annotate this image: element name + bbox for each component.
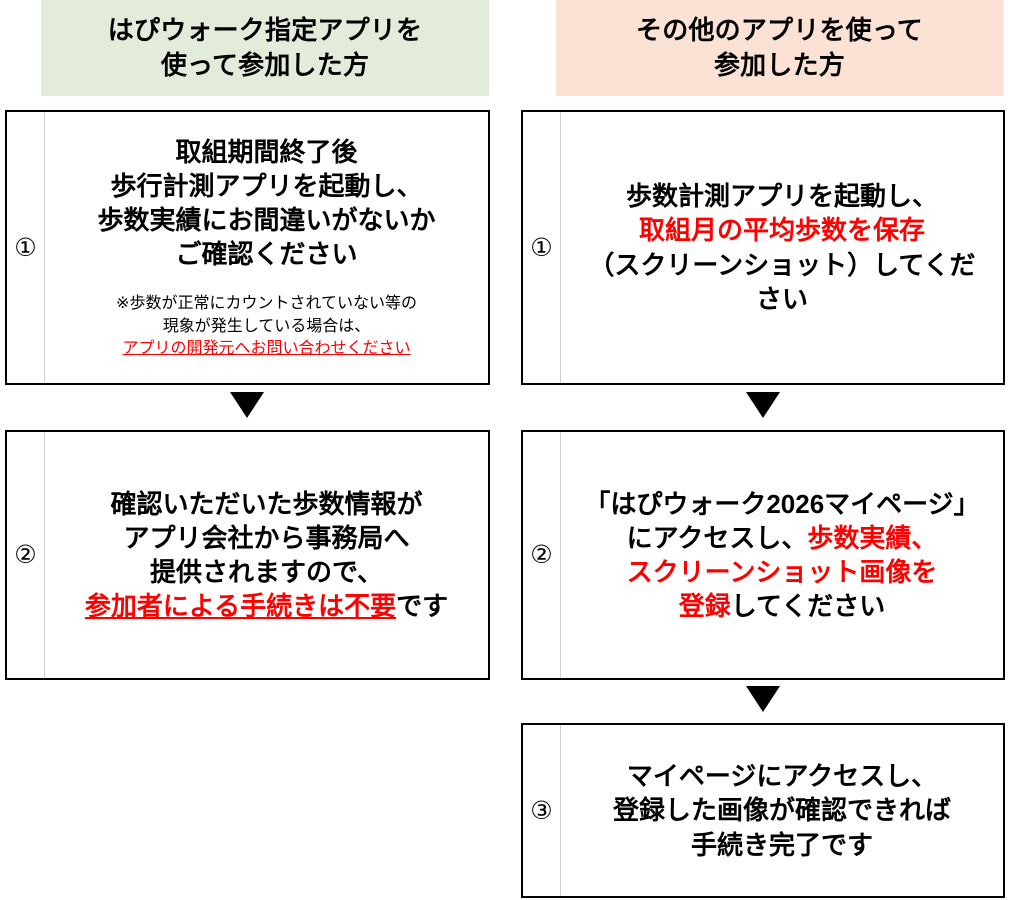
left-step-2-line-2: アプリ会社から事務局へ bbox=[123, 522, 410, 553]
right-step-3-number: ③ bbox=[523, 725, 561, 896]
right-step-2-line-2-red-tail: 歩数実績、 bbox=[807, 522, 938, 553]
left-step-2-box: ② 確認いただいた歩数情報が アプリ会社から事務局へ 提供されますので、 参加者… bbox=[5, 430, 490, 680]
right-step-1-main-text: 歩数計測アプリを起動し、 取組月の平均歩数を保存 （スクリーンショット）してくだ… bbox=[569, 179, 995, 315]
left-step-1-main-text: 取組期間終了後 歩行計測アプリを起動し、 歩数実績にお間違いがないか ご確認くだ… bbox=[53, 135, 480, 271]
left-step-2-highlight-red: 参加者による手続きは不要 bbox=[84, 591, 397, 622]
left-step-1-number: ① bbox=[7, 112, 45, 383]
right-step-1-line-3: （スクリーンショット）してくだ bbox=[588, 249, 976, 280]
left-step-1-note-line-2: 現象が発生している場合は、 bbox=[162, 317, 371, 335]
left-step-2-highlight-tail: です bbox=[396, 591, 449, 622]
right-step-2-body: 「はぴウォーク2026マイページ」 にアクセスし、歩数実績、 スクリーンショット… bbox=[561, 432, 1003, 678]
right-step-3-main-text: マイページにアクセスし、 登録した画像が確認できれば 手続き完了です bbox=[569, 759, 995, 861]
left-header-line-2: 使って参加した方 bbox=[160, 50, 370, 80]
left-header-line-1: はぴウォーク指定アプリを bbox=[107, 15, 423, 46]
right-step-2-box: ② 「はぴウォーク2026マイページ」 にアクセスし、歩数実績、 スクリーンショ… bbox=[521, 430, 1005, 680]
arrow-down-icon bbox=[746, 392, 780, 418]
left-step-1-box: ① 取組期間終了後 歩行計測アプリを起動し、 歩数実績にお間違いがないか ご確認… bbox=[5, 110, 490, 385]
right-step-2-line-2: にアクセスし、歩数実績、 bbox=[569, 521, 995, 555]
right-step-1-line-4: さい bbox=[755, 283, 808, 314]
left-header-text: はぴウォーク指定アプリを 使って参加した方 bbox=[108, 13, 422, 82]
left-step-1-note: ※歩数が正常にカウントされていない等の 現象が発生している場合は、 アプリの開発… bbox=[53, 293, 480, 359]
right-header-text: その他のアプリを使って 参加した方 bbox=[636, 13, 923, 82]
right-step-1-line-2-red: 取組月の平均歩数を保存 bbox=[638, 215, 925, 246]
left-step-1-line-2: 歩行計測アプリを起動し、 bbox=[110, 171, 423, 202]
left-step-2-number: ② bbox=[7, 432, 45, 678]
right-step-1-box: ① 歩数計測アプリを起動し、 取組月の平均歩数を保存 （スクリーンショット）して… bbox=[521, 110, 1005, 385]
right-step-2-line-1: 「はぴウォーク2026マイページ」 bbox=[584, 488, 980, 519]
left-step-2-main-text: 確認いただいた歩数情報が アプリ会社から事務局へ 提供されますので、 参加者によ… bbox=[53, 487, 480, 623]
right-step-2-number: ② bbox=[523, 432, 561, 678]
left-step-1-line-4: ご確認ください bbox=[175, 239, 358, 270]
left-step-1-line-1: 取組期間終了後 bbox=[175, 137, 358, 168]
right-step-3-box: ③ マイページにアクセスし、 登録した画像が確認できれば 手続き完了です bbox=[521, 723, 1005, 898]
arrow-down-icon bbox=[746, 686, 780, 712]
right-step-3-body: マイページにアクセスし、 登録した画像が確認できれば 手続き完了です bbox=[561, 725, 1003, 896]
right-header-line-2: 参加した方 bbox=[713, 50, 845, 80]
right-step-2-line-2-head: にアクセスし、 bbox=[626, 522, 808, 553]
right-step-2-main-text: 「はぴウォーク2026マイページ」 にアクセスし、歩数実績、 スクリーンショット… bbox=[569, 487, 995, 623]
left-step-1-note-line-1: ※歩数が正常にカウントされていない等の bbox=[116, 295, 417, 313]
right-step-3-line-3: 手続き完了です bbox=[690, 829, 873, 860]
right-step-3-line-2: 登録した画像が確認できれば bbox=[612, 795, 951, 826]
right-step-2-line-4-red-head: 登録 bbox=[678, 591, 731, 622]
right-header-line-1: その他のアプリを使って bbox=[636, 15, 923, 46]
left-step-2-body: 確認いただいた歩数情報が アプリ会社から事務局へ 提供されますので、 参加者によ… bbox=[45, 432, 488, 678]
right-step-3-line-1: マイページにアクセスし、 bbox=[626, 761, 938, 792]
right-step-2-line-4-tail: してください bbox=[730, 591, 886, 622]
right-step-1-body: 歩数計測アプリを起動し、 取組月の平均歩数を保存 （スクリーンショット）してくだ… bbox=[561, 112, 1003, 383]
left-step-2-line-1: 確認いただいた歩数情報が bbox=[110, 488, 423, 519]
right-step-1-number: ① bbox=[523, 112, 561, 383]
right-step-2-line-4: 登録してください bbox=[569, 589, 995, 623]
right-step-1-line-1: 歩数計測アプリを起動し、 bbox=[625, 181, 938, 212]
right-step-2-line-3-red: スクリーンショット画像を bbox=[626, 557, 938, 587]
left-step-1-line-3: 歩数実績にお間違いがないか bbox=[97, 205, 436, 236]
arrow-down-icon bbox=[230, 392, 264, 418]
left-step-2-line-3: 提供されますので、 bbox=[150, 557, 383, 587]
left-column-header: はぴウォーク指定アプリを 使って参加した方 bbox=[41, 0, 489, 96]
left-step-2-highlight-line: 参加者による手続きは不要です bbox=[53, 589, 480, 623]
right-column-header: その他のアプリを使って 参加した方 bbox=[556, 0, 1003, 96]
left-step-1-note-link[interactable]: アプリの開発元へお問い合わせください bbox=[122, 339, 411, 357]
left-step-1-body: 取組期間終了後 歩行計測アプリを起動し、 歩数実績にお間違いがないか ご確認くだ… bbox=[45, 112, 488, 383]
